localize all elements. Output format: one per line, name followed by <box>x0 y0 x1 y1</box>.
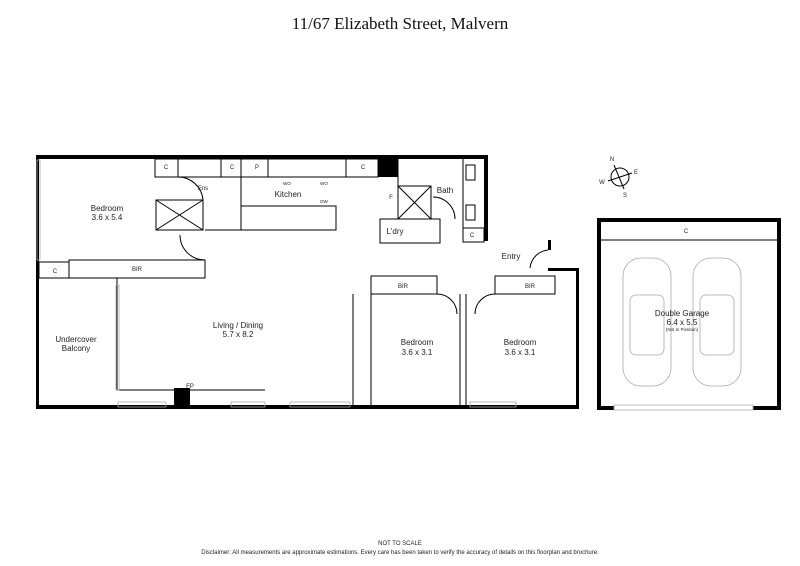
room-garage: Double Garage <box>655 309 710 318</box>
room-kitchen: Kitchen <box>275 190 302 199</box>
room-balcony-2: Balcony <box>62 344 90 353</box>
car-icon <box>622 257 672 387</box>
cupboard-label: C <box>361 165 366 171</box>
room-ensuite: Ens <box>198 186 208 192</box>
fireplace-label: FP <box>186 384 194 390</box>
room-bath: Bath <box>437 186 453 195</box>
room-garage-size: 6.4 x 5.5 <box>667 318 698 327</box>
room-entry: Entry <box>502 252 521 261</box>
room-bedroom-main: Bedroom <box>91 204 124 213</box>
room-living-size: 5.7 x 8.2 <box>223 330 254 339</box>
bir-label: BIR <box>398 284 409 290</box>
room-laundry: L'dry <box>386 227 403 236</box>
compass-n: N <box>610 157 614 163</box>
compass-w: W <box>599 180 605 186</box>
room-bedroom-2-size: 3.6 x 3.1 <box>402 348 433 357</box>
compass-icon: N E S W <box>599 157 638 199</box>
room-bedroom-3-size: 3.6 x 3.1 <box>505 348 536 357</box>
not-to-scale: NOT TO SCALE <box>378 541 422 547</box>
bir-label: BIR <box>132 267 143 273</box>
unit-walls <box>36 155 579 409</box>
room-bedroom-2: Bedroom <box>401 338 434 347</box>
wall-oven-label: WO <box>283 181 291 186</box>
disclaimer: Disclaimer: All measurements are approxi… <box>201 550 599 556</box>
compass-e: E <box>634 170 638 176</box>
compass-s: S <box>623 193 627 199</box>
room-balcony: Undercover <box>55 335 97 344</box>
car-icon <box>692 257 742 387</box>
cupboard-label: C <box>684 229 689 235</box>
room-living: Living / Dining <box>213 321 263 330</box>
room-bedroom-3: Bedroom <box>504 338 537 347</box>
wall-oven-label: WO <box>320 181 328 186</box>
cupboard-label: C <box>230 165 235 171</box>
plan-title: 11/67 Elizabeth Street, Malvern <box>291 14 509 33</box>
cupboard-label: C <box>164 165 169 171</box>
garage-walls <box>597 218 781 411</box>
dishwasher-label: DW <box>320 199 328 204</box>
fridge-label: F <box>389 195 393 201</box>
pantry-label: P <box>255 165 259 171</box>
room-garage-note: (Not In Position) <box>666 327 699 332</box>
bir-label: BIR <box>525 284 536 290</box>
cupboard-label: C <box>53 269 58 275</box>
cupboard-label: C <box>470 233 475 239</box>
room-bedroom-main-size: 3.6 x 5.4 <box>92 213 123 222</box>
